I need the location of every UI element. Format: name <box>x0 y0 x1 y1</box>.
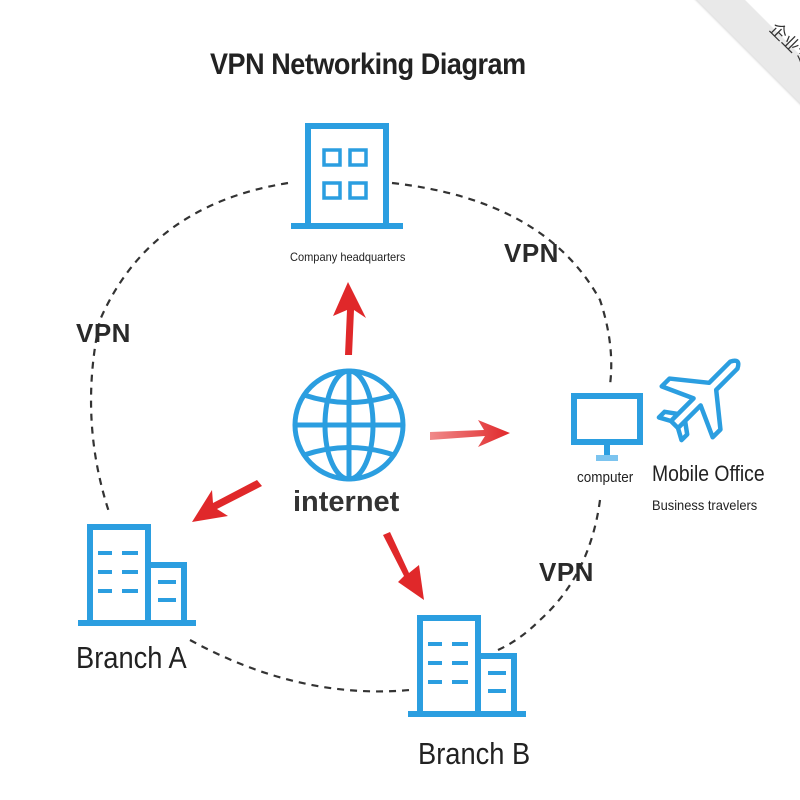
vpn-ring <box>89 181 613 693</box>
ring-segment-hq-brancha <box>89 181 289 516</box>
vpn-label-hq-branch-a: VPN <box>76 318 131 348</box>
internet-arrows <box>192 282 510 600</box>
mobile-office-label: Mobile Office <box>652 461 765 486</box>
computer-label: computer <box>577 469 634 486</box>
branch-b-icon <box>408 615 526 717</box>
branch-b-label: Branch B <box>418 736 531 771</box>
arrow-to-branch-a <box>192 480 262 522</box>
globe-icon <box>292 368 406 482</box>
internet-label: internet <box>293 486 400 518</box>
branch-a-label: Branch A <box>76 640 187 675</box>
arrow-to-headquarters <box>333 282 366 355</box>
vpn-label-hq-mobile: VPN <box>504 238 559 268</box>
ring-segment-hq-mobile <box>391 181 613 386</box>
ring-segment-mobile-branchb <box>497 499 602 652</box>
arrow-to-computer <box>430 420 510 447</box>
airplane-icon <box>656 358 741 443</box>
ring-segment-branches <box>189 639 411 693</box>
monitor-icon <box>571 393 643 461</box>
business-travelers-label: Business travelers <box>652 497 758 513</box>
vpn-label-mobile-branch-b: VPN <box>539 557 594 587</box>
headquarters-label: Company headquarters <box>290 250 406 264</box>
headquarters-icon <box>291 123 403 229</box>
arrow-to-branch-b <box>383 532 424 600</box>
diagram-title: VPN Networking Diagram <box>210 48 526 81</box>
branch-a-icon <box>78 524 196 626</box>
corner-ribbon: 企业专享 <box>690 0 800 110</box>
